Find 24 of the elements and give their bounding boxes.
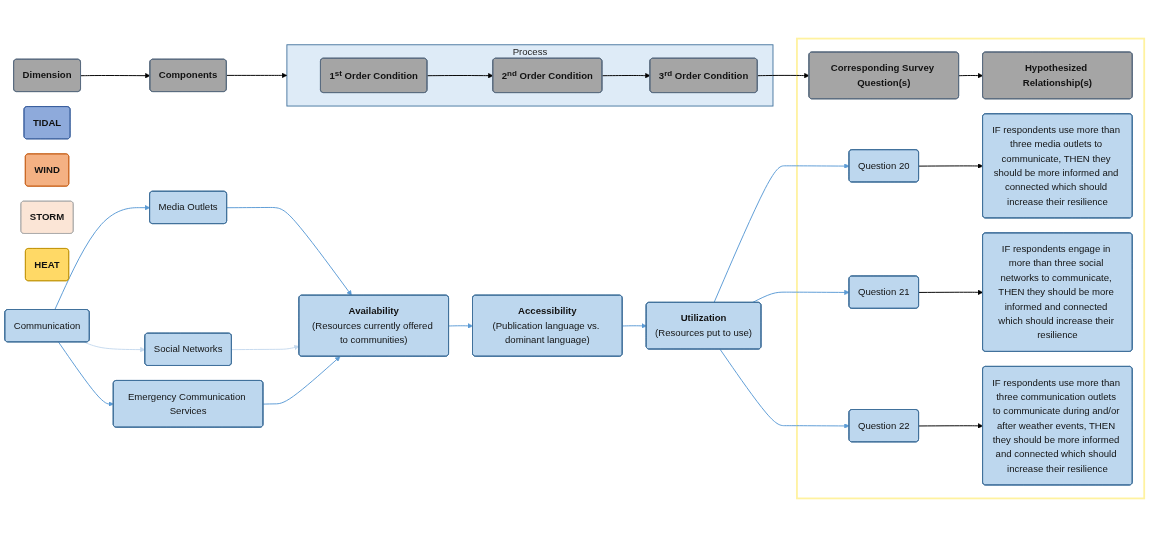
process-box: 3$^{rd}$ Order Condition — [649, 57, 758, 93]
process-box: Media Outlets — [149, 190, 228, 225]
process-box: IF respondents use more than three media outlets to communicate, THEN they should be more informed and connected which should increase their resilience — [982, 113, 1133, 219]
process-box: Question 20 — [848, 149, 920, 183]
process-box: Components — [149, 58, 227, 92]
process-box: Question 22 — [848, 409, 920, 443]
process-box: STORM — [20, 200, 74, 234]
process-box: Utilization (Resources put to use) — [645, 301, 762, 350]
process-box: Dimension — [13, 58, 81, 92]
process-box: Social Networks — [144, 332, 232, 366]
process-box: Emergency Communication Services — [112, 380, 264, 428]
process-box: 2$^{nd}$ Order Condition — [492, 57, 603, 93]
process-box: TIDAL — [23, 106, 71, 140]
process-box: HEAT — [25, 248, 69, 282]
process-box: 1$^{st}$ Order Condition — [320, 57, 428, 93]
process-box: IF respondents engage in more than three social networks to communicate, THEN they should be more informed and connected which should increase their resilience — [982, 232, 1133, 352]
process-box: Communication — [4, 309, 90, 343]
process-box: Accessibility (Publication language vs. dominant language) — [472, 294, 623, 357]
process-box: Corresponding Survey Question(s) — [808, 51, 960, 100]
process-box: Availability (Resources currently offered to communities) — [298, 294, 449, 357]
process-box: Hypothesized Relationship(s) — [982, 51, 1133, 100]
process-box: IF respondents use more than three communication outlets to communicate during and/or after weather events, THEN they should be more informed and connected which should increase their resilience — [982, 365, 1133, 486]
process-box: WIND — [25, 153, 70, 187]
process-box: Question 21 — [848, 275, 920, 309]
